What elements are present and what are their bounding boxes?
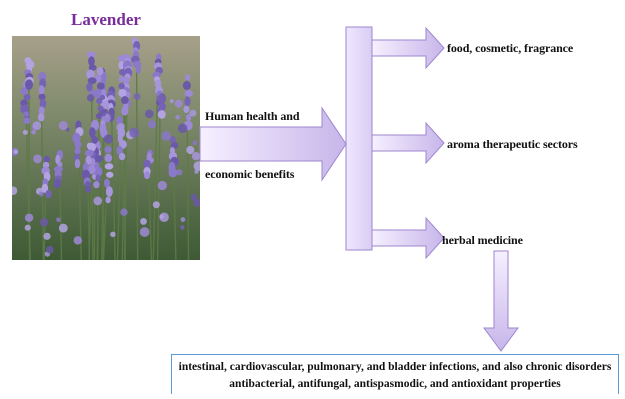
input-label-line2: economic benefits <box>205 167 294 182</box>
output-arrow-food <box>372 28 444 68</box>
output-label-food: food, cosmetic, fragrance <box>447 41 573 56</box>
output-arrow-herbal <box>372 218 444 258</box>
outcome-line1: intestinal, cardiovascular, pulmonary, a… <box>172 359 618 376</box>
output-label-aroma: aroma therapeutic sectors <box>447 137 578 152</box>
outcome-box: intestinal, cardiovascular, pulmonary, a… <box>171 354 619 394</box>
output-label-herbal: herbal medicine <box>442 233 523 248</box>
output-arrow-aroma <box>372 123 444 163</box>
outcome-line2: antibacterial, antifungal, antispasmodic… <box>172 376 618 393</box>
down-arrow <box>484 251 518 351</box>
distribution-bar <box>346 27 372 250</box>
input-label-line1: Human health and <box>205 109 299 124</box>
